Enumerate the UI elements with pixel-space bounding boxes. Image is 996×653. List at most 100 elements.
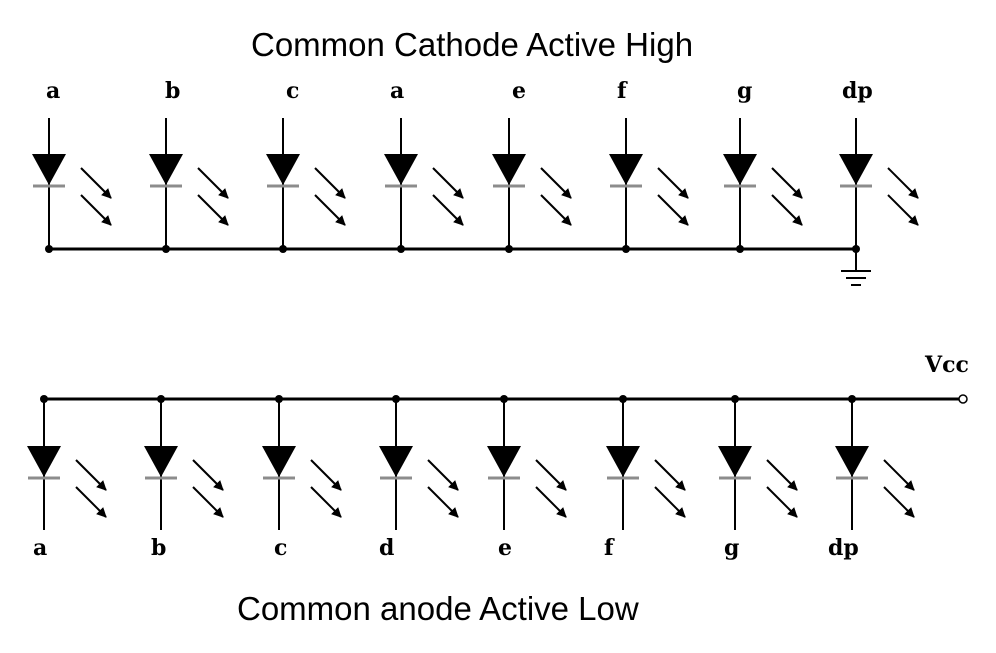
led-3 <box>379 446 459 518</box>
light-emission-arrow <box>75 459 107 491</box>
led-5 <box>606 446 686 518</box>
led-4 <box>487 446 567 518</box>
light-emission-arrow <box>197 194 229 226</box>
led-7 <box>835 446 915 518</box>
diode-triangle <box>27 446 61 477</box>
segment-label: c <box>274 535 287 561</box>
light-emission-arrow <box>192 486 224 518</box>
segment-label: b <box>151 535 166 561</box>
segment-label: c <box>286 78 299 104</box>
junction-dot <box>622 245 630 253</box>
segment-label: f <box>604 535 615 561</box>
junction-dot <box>736 245 744 253</box>
diode-triangle <box>262 446 296 477</box>
light-emission-arrow <box>192 459 224 491</box>
light-emission-arrow <box>654 459 686 491</box>
light-emission-arrow <box>540 194 572 226</box>
diode-triangle <box>144 446 178 477</box>
light-emission-arrow <box>197 167 229 199</box>
light-emission-arrow <box>766 486 798 518</box>
led-5 <box>609 154 689 226</box>
junction-dot <box>619 395 627 403</box>
segment-label: e <box>512 78 526 104</box>
light-emission-arrow <box>427 486 459 518</box>
light-emission-arrow <box>80 167 112 199</box>
light-emission-arrow <box>887 167 919 199</box>
light-emission-arrow <box>80 194 112 226</box>
led-7 <box>839 154 919 226</box>
segment-label: a <box>390 78 404 104</box>
led-1 <box>144 446 224 518</box>
led-6 <box>723 154 803 226</box>
light-emission-arrow <box>314 194 346 226</box>
light-emission-arrow <box>535 486 567 518</box>
ground-symbol <box>841 249 871 286</box>
junction-dot <box>500 395 508 403</box>
segment-label: e <box>498 535 512 561</box>
junction-dot <box>162 245 170 253</box>
diode-triangle <box>609 154 643 185</box>
light-emission-arrow <box>535 459 567 491</box>
segment-label: a <box>33 535 47 561</box>
junction-dot <box>852 245 860 253</box>
light-emission-arrow <box>657 194 689 226</box>
segment-label: dp <box>828 535 859 561</box>
light-emission-arrow <box>771 167 803 199</box>
led-1 <box>149 154 229 226</box>
light-emission-arrow <box>766 459 798 491</box>
diode-triangle <box>487 446 521 477</box>
led-2 <box>266 154 346 226</box>
led-6 <box>718 446 798 518</box>
vcc-label: Vcc <box>924 352 969 378</box>
light-emission-arrow <box>540 167 572 199</box>
junction-dot <box>40 395 48 403</box>
junction-dot <box>731 395 739 403</box>
junction-dot <box>397 245 405 253</box>
vcc-terminal <box>958 394 968 404</box>
segment-label: d <box>379 535 394 561</box>
segment-label: g <box>737 78 752 104</box>
junction-dot <box>45 245 53 253</box>
top-led-row: a b c a e f g dp <box>32 78 919 253</box>
light-emission-arrow <box>314 167 346 199</box>
junction-dot <box>505 245 513 253</box>
diode-triangle <box>718 446 752 477</box>
light-emission-arrow <box>887 194 919 226</box>
light-emission-arrow <box>75 486 107 518</box>
common-cathode-title: Common Cathode Active High <box>251 26 694 63</box>
segment-label: g <box>724 535 739 561</box>
light-emission-arrow <box>432 167 464 199</box>
light-emission-arrow <box>654 486 686 518</box>
segment-label: a <box>46 78 60 104</box>
light-emission-arrow <box>432 194 464 226</box>
junction-dot <box>279 245 287 253</box>
diode-triangle <box>492 154 526 185</box>
diode-triangle <box>32 154 66 185</box>
light-emission-arrow <box>657 167 689 199</box>
diode-triangle <box>835 446 869 477</box>
junction-dot <box>392 395 400 403</box>
light-emission-arrow <box>771 194 803 226</box>
light-emission-arrow <box>883 486 915 518</box>
light-emission-arrow <box>310 486 342 518</box>
diode-triangle <box>839 154 873 185</box>
common-anode-title: Common anode Active Low <box>237 590 639 627</box>
diode-triangle <box>149 154 183 185</box>
diode-triangle <box>723 154 757 185</box>
led-3 <box>384 154 464 226</box>
junction-dot <box>157 395 165 403</box>
diode-triangle <box>266 154 300 185</box>
segment-label: f <box>617 78 628 104</box>
diode-triangle <box>379 446 413 477</box>
bottom-led-row: a b c d e f g dp <box>27 395 915 561</box>
diode-triangle <box>384 154 418 185</box>
light-emission-arrow <box>427 459 459 491</box>
light-emission-arrow <box>883 459 915 491</box>
led-0 <box>27 446 107 518</box>
led-0 <box>32 154 112 226</box>
light-emission-arrow <box>310 459 342 491</box>
segment-label: dp <box>842 78 873 104</box>
segment-label: b <box>165 78 180 104</box>
